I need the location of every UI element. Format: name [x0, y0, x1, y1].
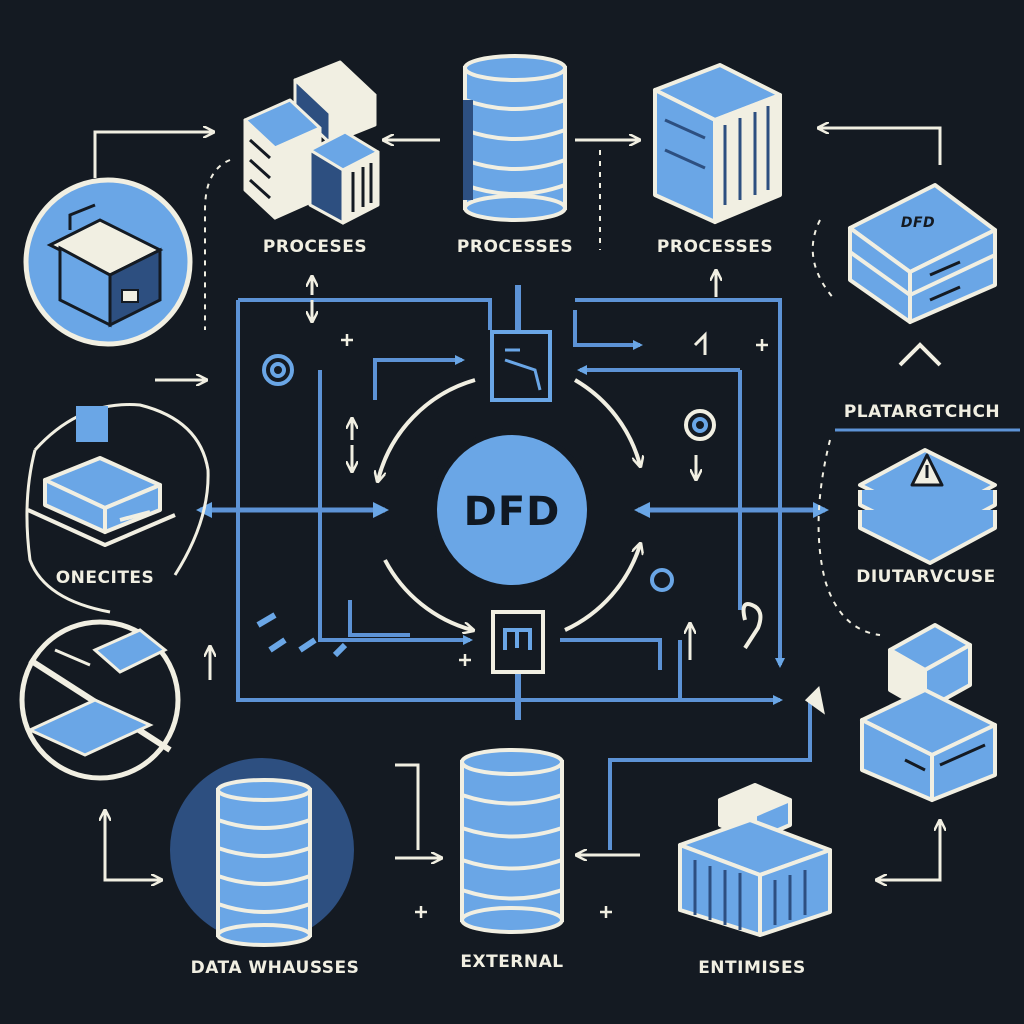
bottom-label-entities: ENTIMISES [698, 958, 806, 978]
cycle-arrow-br [564, 545, 640, 632]
gear-icon [684, 409, 716, 441]
database-cylinder-icon [463, 54, 567, 222]
dfd-box-icon [848, 183, 997, 324]
side-label-right-top: PLATARGTCHCH [843, 402, 1001, 422]
tray-icon [27, 456, 176, 547]
spinner-icon [650, 568, 674, 592]
flow-line-outer-right [575, 298, 785, 668]
flow-line-outer-bottom [236, 300, 783, 705]
decorative-glyphs [76, 331, 825, 715]
flow-line-right-branch [573, 310, 643, 350]
bottom-label-data-warehouses: DATA WHAUSSES [190, 958, 360, 978]
data-warehouse-icon [170, 758, 354, 947]
cycle-arrow-tr [573, 378, 640, 465]
cycle-arrow-tl [378, 378, 476, 480]
plus-marks [341, 334, 768, 918]
box-icon-label: DFD [900, 215, 936, 231]
person-icon [741, 602, 763, 650]
stacked-boxes-icon [860, 623, 997, 802]
machine-circle-icon [23, 177, 193, 347]
entities-buildings-icon [678, 783, 832, 937]
flow-line-lower-left [348, 600, 410, 637]
note-icon [76, 406, 108, 442]
flow-line-outer-top-left [238, 298, 492, 330]
connector-arrows [93, 128, 940, 880]
center-cycle [378, 378, 640, 632]
center-process-label: DFD [463, 489, 561, 535]
process-label-1: PROCESES [262, 237, 368, 257]
side-label-right-mid: DIUTARVCUSE [856, 567, 996, 587]
swirl-icon [262, 354, 294, 386]
data-center-cube-icon [653, 63, 782, 224]
flow-line-inner-left [318, 370, 473, 645]
server-rack-icon [243, 60, 380, 225]
warning-stack-icon [858, 448, 997, 565]
flow-line-inner-top [373, 355, 465, 400]
process-label-3: PROCESSES [656, 237, 774, 257]
bottom-label-external: EXTERNAL [460, 952, 564, 972]
cycle-arrow-bl [383, 559, 472, 630]
process-label-2: PROCESSES [456, 237, 574, 257]
center-process-circle [431, 429, 593, 591]
external-database-icon [460, 748, 564, 934]
flow-line-lower-right [560, 638, 662, 670]
diagonal-cube-circle-icon [19, 619, 181, 781]
center-top-node [490, 330, 552, 402]
dashed-connectors [204, 150, 881, 636]
center-bottom-node [491, 610, 545, 674]
side-label-left: ONECITES [55, 568, 155, 588]
flow-line-bottom-right [608, 700, 812, 850]
